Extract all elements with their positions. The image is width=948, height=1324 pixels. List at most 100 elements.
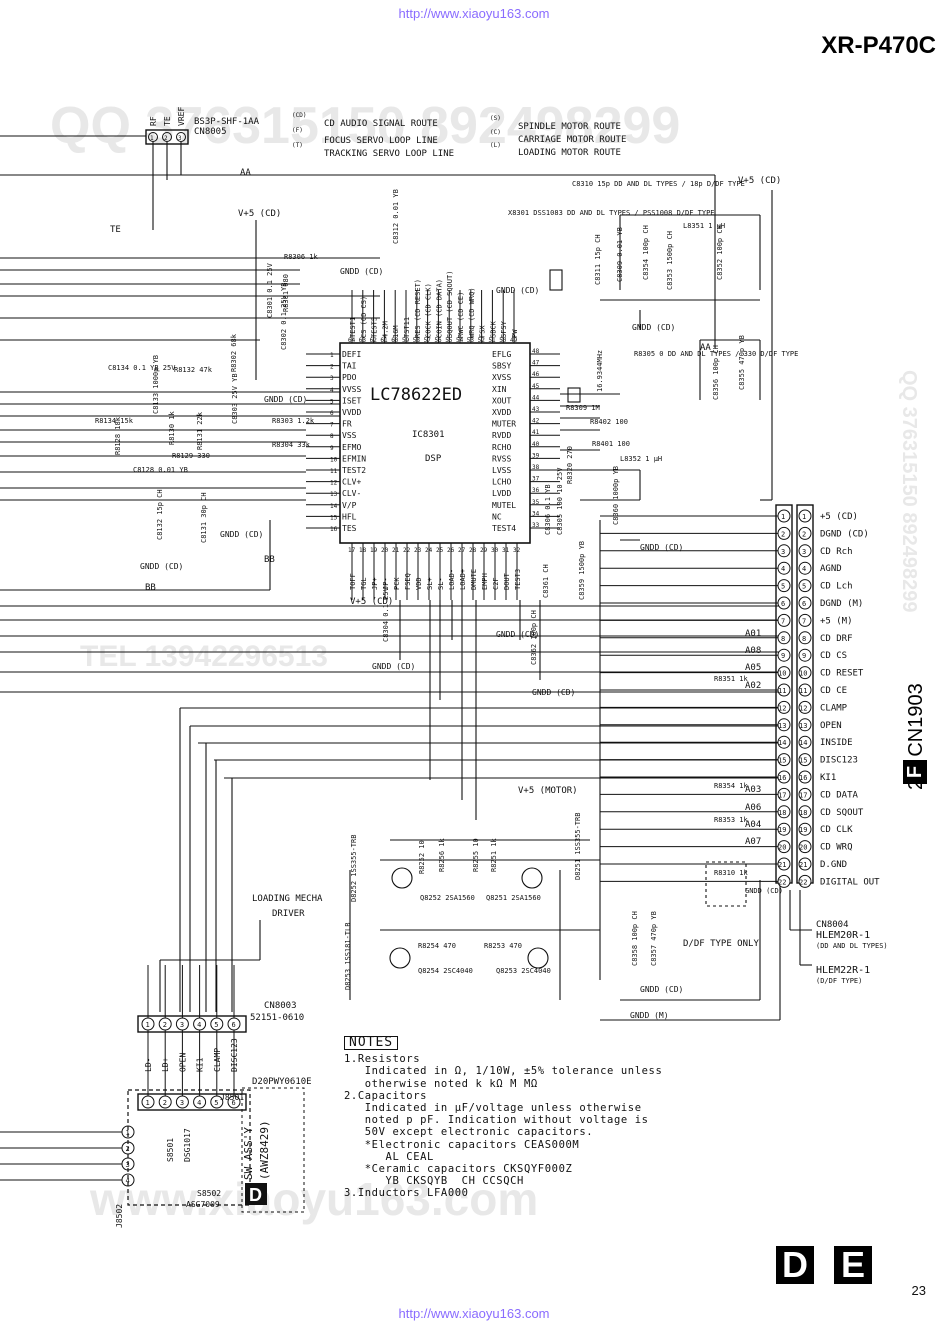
ic-pin-name: XOUT xyxy=(492,396,511,405)
route-c-tag: (C) xyxy=(490,129,501,136)
component-label: R8256 1k xyxy=(438,837,446,872)
ic-pin-name: 4.2M xyxy=(381,321,389,338)
header-url[interactable]: http://www.xiaoyu163.com xyxy=(398,6,550,21)
cn8003-ref: CN8003 xyxy=(264,1001,297,1011)
component: C8362 100p CH xyxy=(530,610,538,665)
component-label: C8302 0.1 25V YB xyxy=(280,283,288,350)
component: C8310 15p DD AND DL TYPES / 18p D/DF TYP… xyxy=(572,180,745,188)
ic-pin-number: 45 xyxy=(532,383,540,390)
component-label: R8302 68k xyxy=(230,333,238,372)
cn1903-pin-circle xyxy=(798,753,812,767)
component-label: C8361 CH xyxy=(542,564,550,598)
component: C8311 15p CH xyxy=(594,234,602,285)
component-label: R8353 1k xyxy=(714,816,749,824)
label-loading: LOADING MECHA xyxy=(252,894,323,904)
cn1903-pin-number: 18 xyxy=(778,809,786,817)
ic-pin-number: 12 xyxy=(330,480,338,487)
component-label: R8320 270 xyxy=(566,446,574,484)
ic-pin-name: MUTER xyxy=(492,420,516,429)
label-aa-2: AA xyxy=(700,343,711,353)
component-label: C8356 100p CH xyxy=(712,345,720,400)
component: R8302 68k xyxy=(230,333,238,372)
ic-pin-name: TEST4 xyxy=(492,524,516,533)
component-label: R8310 1k xyxy=(714,869,749,877)
component-label: C8353 1500p CH xyxy=(666,231,674,290)
cn1903-pin-circle xyxy=(798,613,812,627)
cn1903-pin-circle xyxy=(798,874,812,888)
ic-pin-name: VVDD xyxy=(342,408,361,417)
cn1903-pin-number: 8 xyxy=(781,635,785,643)
component: C8353 1500p CH xyxy=(666,231,674,290)
component: D8252 1SS355-TRB xyxy=(350,835,358,902)
cn1903-pin-number: 6 xyxy=(802,600,806,608)
sw-assy-letter: D xyxy=(249,1185,262,1205)
ic-pin-number: 9 xyxy=(330,445,334,452)
label-vcc-2: V+5 (CD) xyxy=(738,176,781,186)
component: C8352 100p CH xyxy=(716,225,724,280)
route-f: FOCUS SERVO LOOP LINE xyxy=(324,136,438,146)
component: R8131 22k xyxy=(196,411,204,450)
label-gndd-5: GNDD (CD) xyxy=(140,562,183,571)
cn8003-pin-number: 4 xyxy=(197,1021,201,1029)
cn1903-pin-name: KI1 xyxy=(820,773,836,783)
watermark-mid: TEL 13942296513 xyxy=(80,640,328,673)
component-label: C8352 100p CH xyxy=(716,225,724,280)
ic-pin-name: TAI xyxy=(342,362,357,371)
cn1903-pin-circle xyxy=(798,822,812,836)
component: C8360 1000p YB xyxy=(612,466,620,525)
cn1903-pin-name: CLAMP xyxy=(820,703,848,713)
component-label: C8358 100p CH xyxy=(631,911,639,966)
label-te: TE xyxy=(110,225,121,235)
component-label: R8402 100 xyxy=(590,418,628,426)
component: R8254 470 xyxy=(418,942,456,950)
ic-pin-name: RES (CD RESET) xyxy=(414,279,422,338)
component-label: C8311 15p CH xyxy=(594,234,602,285)
cn1903-pin-number: 12 xyxy=(778,704,786,712)
cn1903-pin-number: 10 xyxy=(799,670,807,678)
component: X8301 DSS1083 DD AND DL TYPES / PSS1008 … xyxy=(508,209,715,217)
label-hlem22: HLEM22R-1 xyxy=(816,965,870,976)
ic-pin-number: 62 xyxy=(370,337,378,344)
cn1903-pin-name: DISC123 xyxy=(820,756,858,766)
route-l: LOADING MOTOR ROUTE xyxy=(518,148,621,158)
route-s-tag: (S) xyxy=(490,115,501,122)
cn1903-pin-circle xyxy=(798,718,812,732)
ic-pin-name: EFMO xyxy=(342,443,361,452)
component-label: R8130 1k xyxy=(168,410,176,445)
s8501-part: DSG1017 xyxy=(183,1128,192,1162)
watermark-bottom: www.xiaoyu163.com xyxy=(90,1173,539,1225)
svg-text:2: 2 xyxy=(164,135,168,142)
label-hlem20-sub: (DD AND DL TYPES) xyxy=(816,942,888,950)
component-label: R8251 1k xyxy=(490,837,498,872)
component: C8132 15p CH xyxy=(156,489,164,540)
cn1903-pin-number: 11 xyxy=(778,687,786,695)
cn1903-pin-name: DGND (M) xyxy=(820,599,863,609)
component-label: L8351 1 µH xyxy=(683,222,725,230)
cn1903-pin-name: CD WRQ xyxy=(820,843,853,853)
footer-url[interactable]: http://www.xiaoyu163.com xyxy=(398,1306,550,1321)
notes-line: 3.Inductors LFA000 xyxy=(344,1187,469,1200)
ic-pin-name: RVDD xyxy=(492,431,511,440)
ic-pin-number: 3 xyxy=(330,375,334,382)
route-cd-tag: (CD) xyxy=(292,112,306,119)
s8502: S8502 xyxy=(197,1189,221,1198)
component-label: 16.9344MHz xyxy=(596,350,604,392)
component-label: Q8252 2SA1560 xyxy=(420,894,475,902)
ic-pin-name: COIN (CD DATA) xyxy=(435,279,443,338)
component-label: R8132 47k xyxy=(174,366,213,374)
cn1903-pin-circle xyxy=(798,770,812,784)
component: R8354 1k xyxy=(714,782,749,790)
route-c: CARRIAGE MOTOR ROUTE xyxy=(518,135,626,145)
ic-pin-number: 22 xyxy=(403,547,411,554)
ic-pin-number: 61 xyxy=(380,337,388,344)
label-gndd-2: GNDD (CD) xyxy=(496,286,539,295)
cn1903-pin-circle xyxy=(798,509,812,523)
ic-pin-name: NC xyxy=(492,512,502,521)
component: C8361 CH xyxy=(542,564,550,598)
sw-assy: SW ASS'Y (AWZ8429) D J8501 J8502 S8501 D… xyxy=(115,1087,305,1228)
ic-pin-number: 57 xyxy=(424,337,432,344)
notes-block: NOTES 1.Resistors Indicated in Ω, 1/10W,… xyxy=(344,1036,662,1200)
ic-pin-number: 56 xyxy=(434,337,442,344)
